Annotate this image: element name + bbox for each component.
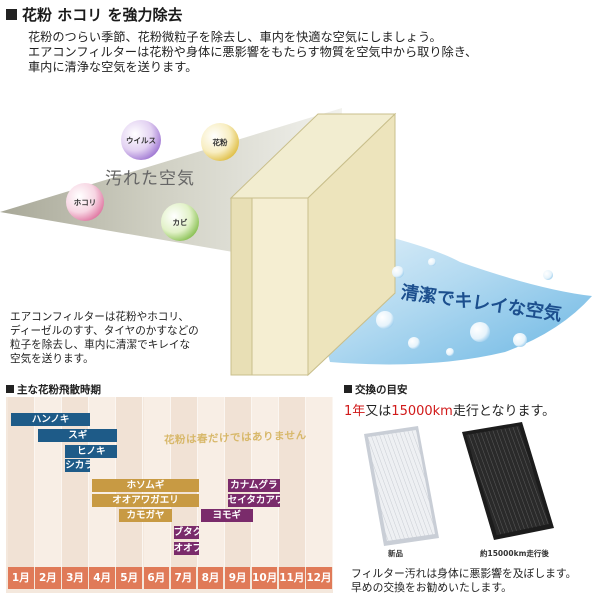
- pollen-bar: ブタクサ: [173, 526, 199, 539]
- month-label: 9月: [224, 567, 251, 589]
- month-label: 5月: [116, 567, 142, 589]
- exchange-note: フィルター汚れは身体に悪影響を及ぼします。 早めの交換をお勧めいたします。: [351, 567, 576, 595]
- used-filter-label: 約15000km走行後: [480, 549, 549, 558]
- filter-description: エアコンフィルターは花粉やホコリ、 ディーゼルのすす、タイヤのかすなどの 粒子を…: [10, 310, 225, 366]
- interval-year: 1年: [344, 404, 366, 419]
- pollen-bar: シカラバ: [65, 459, 91, 472]
- bubble-icon: [376, 311, 394, 329]
- mold-label: カビ: [173, 217, 188, 227]
- used-filter-photo: [462, 422, 554, 540]
- pollen-bar: オオアワガエリ: [92, 494, 199, 507]
- pollen-bar: スギ: [38, 429, 118, 442]
- pollen-bar: セイタカアワダチソウ: [227, 494, 280, 507]
- interval-km: 15000km: [391, 404, 453, 419]
- new-filter-label: 新品: [388, 549, 403, 558]
- pollen-bar: カナムグラ: [227, 479, 280, 492]
- filter-side-face: [230, 197, 253, 376]
- description-line: ディーゼルのすす、タイヤのかすなどの: [10, 325, 199, 337]
- interval-tail: 走行となります。: [452, 404, 556, 419]
- intro-line: 車内に清浄な空気を送ります。: [28, 60, 198, 74]
- month-column: [279, 397, 307, 567]
- description-line: 空気を送ります。: [10, 353, 94, 365]
- month-column: [306, 397, 334, 567]
- interval-mid: 又は: [365, 404, 392, 419]
- pollen-bar: ホソムギ: [92, 479, 199, 492]
- bubble-icon: [513, 333, 527, 347]
- exchange-note-line: 早めの交換をお勧めいたします。: [351, 581, 512, 594]
- month-label: 8月: [197, 567, 224, 589]
- page-title-text: 花粉 ホコリ を強力除去: [22, 6, 183, 24]
- pollen-bar: ヨモギ: [200, 509, 253, 522]
- bubble-icon: [543, 270, 553, 280]
- dust-icon: [66, 183, 104, 221]
- pollen-label: 花粉: [213, 137, 228, 147]
- bubble-icon: [408, 337, 420, 349]
- pollen-chart-title: 主な花粉飛散時期: [6, 382, 101, 397]
- intro-text: 花粉のつらい季節、花粉微粒子を除去し、車内を快適な空気にしましょう。 エアコンフ…: [28, 30, 594, 75]
- section-square-icon: [6, 385, 14, 393]
- pollen-chart-title-text: 主な花粉飛散時期: [17, 384, 101, 396]
- exchange-interval: 1年又は15000km走行となります。: [344, 400, 555, 419]
- month-label: 7月: [170, 567, 197, 589]
- pollen-bar: カモガヤ: [119, 509, 172, 522]
- mold-icon: [161, 203, 199, 241]
- month-label: 12月: [306, 567, 332, 589]
- month-label: 11月: [279, 567, 305, 589]
- filter-photos: [364, 422, 554, 546]
- filter-right-face: [307, 112, 396, 377]
- page-title: 花粉 ホコリ を強力除去: [6, 4, 182, 25]
- exchange-title: 交換の目安: [344, 382, 408, 397]
- dirty-air-label: 汚れた空気: [105, 169, 195, 189]
- month-label: 4月: [89, 567, 115, 589]
- dust-label: ホコリ: [74, 198, 97, 207]
- new-filter-photo: [364, 426, 439, 546]
- title-square-icon: [6, 9, 17, 20]
- month-label: 6月: [143, 567, 170, 589]
- bubble-icon: [428, 258, 436, 266]
- month-column: [197, 397, 225, 567]
- month-label: 3月: [62, 567, 88, 589]
- description-line: 粒子を除去し、車内に清潔でキレイな: [10, 339, 191, 351]
- pollen-bar: ハンノキ: [11, 413, 91, 426]
- section-square-icon: [344, 385, 352, 393]
- filter-illustration: ウイルス 花粉 ホコリ カビ 汚れた空気 清潔でキレイな空気: [0, 108, 592, 377]
- description-line: エアコンフィルターは花粉やホコリ、: [10, 311, 189, 323]
- pollen-bar: オオブタクサ: [173, 542, 199, 555]
- intro-line: 花粉のつらい季節、花粉微粒子を除去し、車内を快適な空気にしましょう。: [28, 30, 442, 44]
- intro-line: エアコンフィルターは花粉や身体に悪影響をもたらす物質を空気中から取り除き、: [28, 45, 478, 59]
- bubble-icon: [446, 348, 454, 356]
- virus-label: ウイルス: [126, 136, 156, 145]
- bubble-icon: [470, 322, 490, 342]
- month-label: 10月: [251, 567, 278, 589]
- pollen-bar: ヒノキ: [65, 445, 118, 458]
- pollen-icon: [201, 123, 239, 161]
- virus-icon: [121, 120, 161, 160]
- exchange-note-line: フィルター汚れは身体に悪影響を及ぼします。: [351, 567, 577, 580]
- exchange-title-text: 交換の目安: [355, 384, 408, 396]
- month-label: 2月: [35, 567, 61, 589]
- month-label: 1月: [8, 567, 34, 589]
- bubble-icon: [392, 266, 404, 278]
